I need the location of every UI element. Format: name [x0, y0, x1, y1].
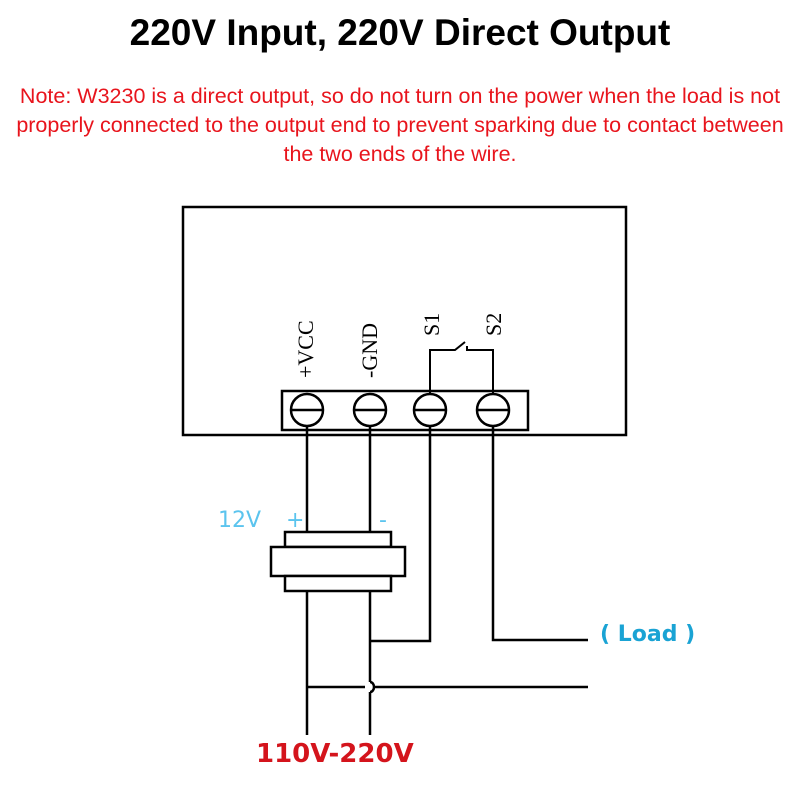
warning-note: Note: W3230 is a direct output, so do no… — [16, 84, 784, 166]
positive-label: + — [286, 508, 304, 533]
terminal-labels: +VCC -GND S1 S2 — [293, 313, 506, 378]
switch-symbol — [429, 341, 494, 394]
controller-box — [181, 205, 628, 437]
terminal-label-vcc: +VCC — [293, 320, 318, 378]
terminal-label-s2: S2 — [481, 313, 506, 336]
negative-label: - — [379, 508, 387, 533]
wires — [305, 426, 588, 735]
supply-voltage-label: 12V — [218, 508, 261, 533]
input-voltage-label: 110V-220V — [256, 739, 414, 769]
terminal-label-gnd: -GND — [357, 323, 382, 378]
load-label: ( Load ) — [600, 622, 695, 647]
terminal-label-s1: S1 — [419, 313, 444, 336]
transformer — [269, 530, 407, 593]
page-title: 220V Input, 220V Direct Output — [129, 12, 671, 53]
